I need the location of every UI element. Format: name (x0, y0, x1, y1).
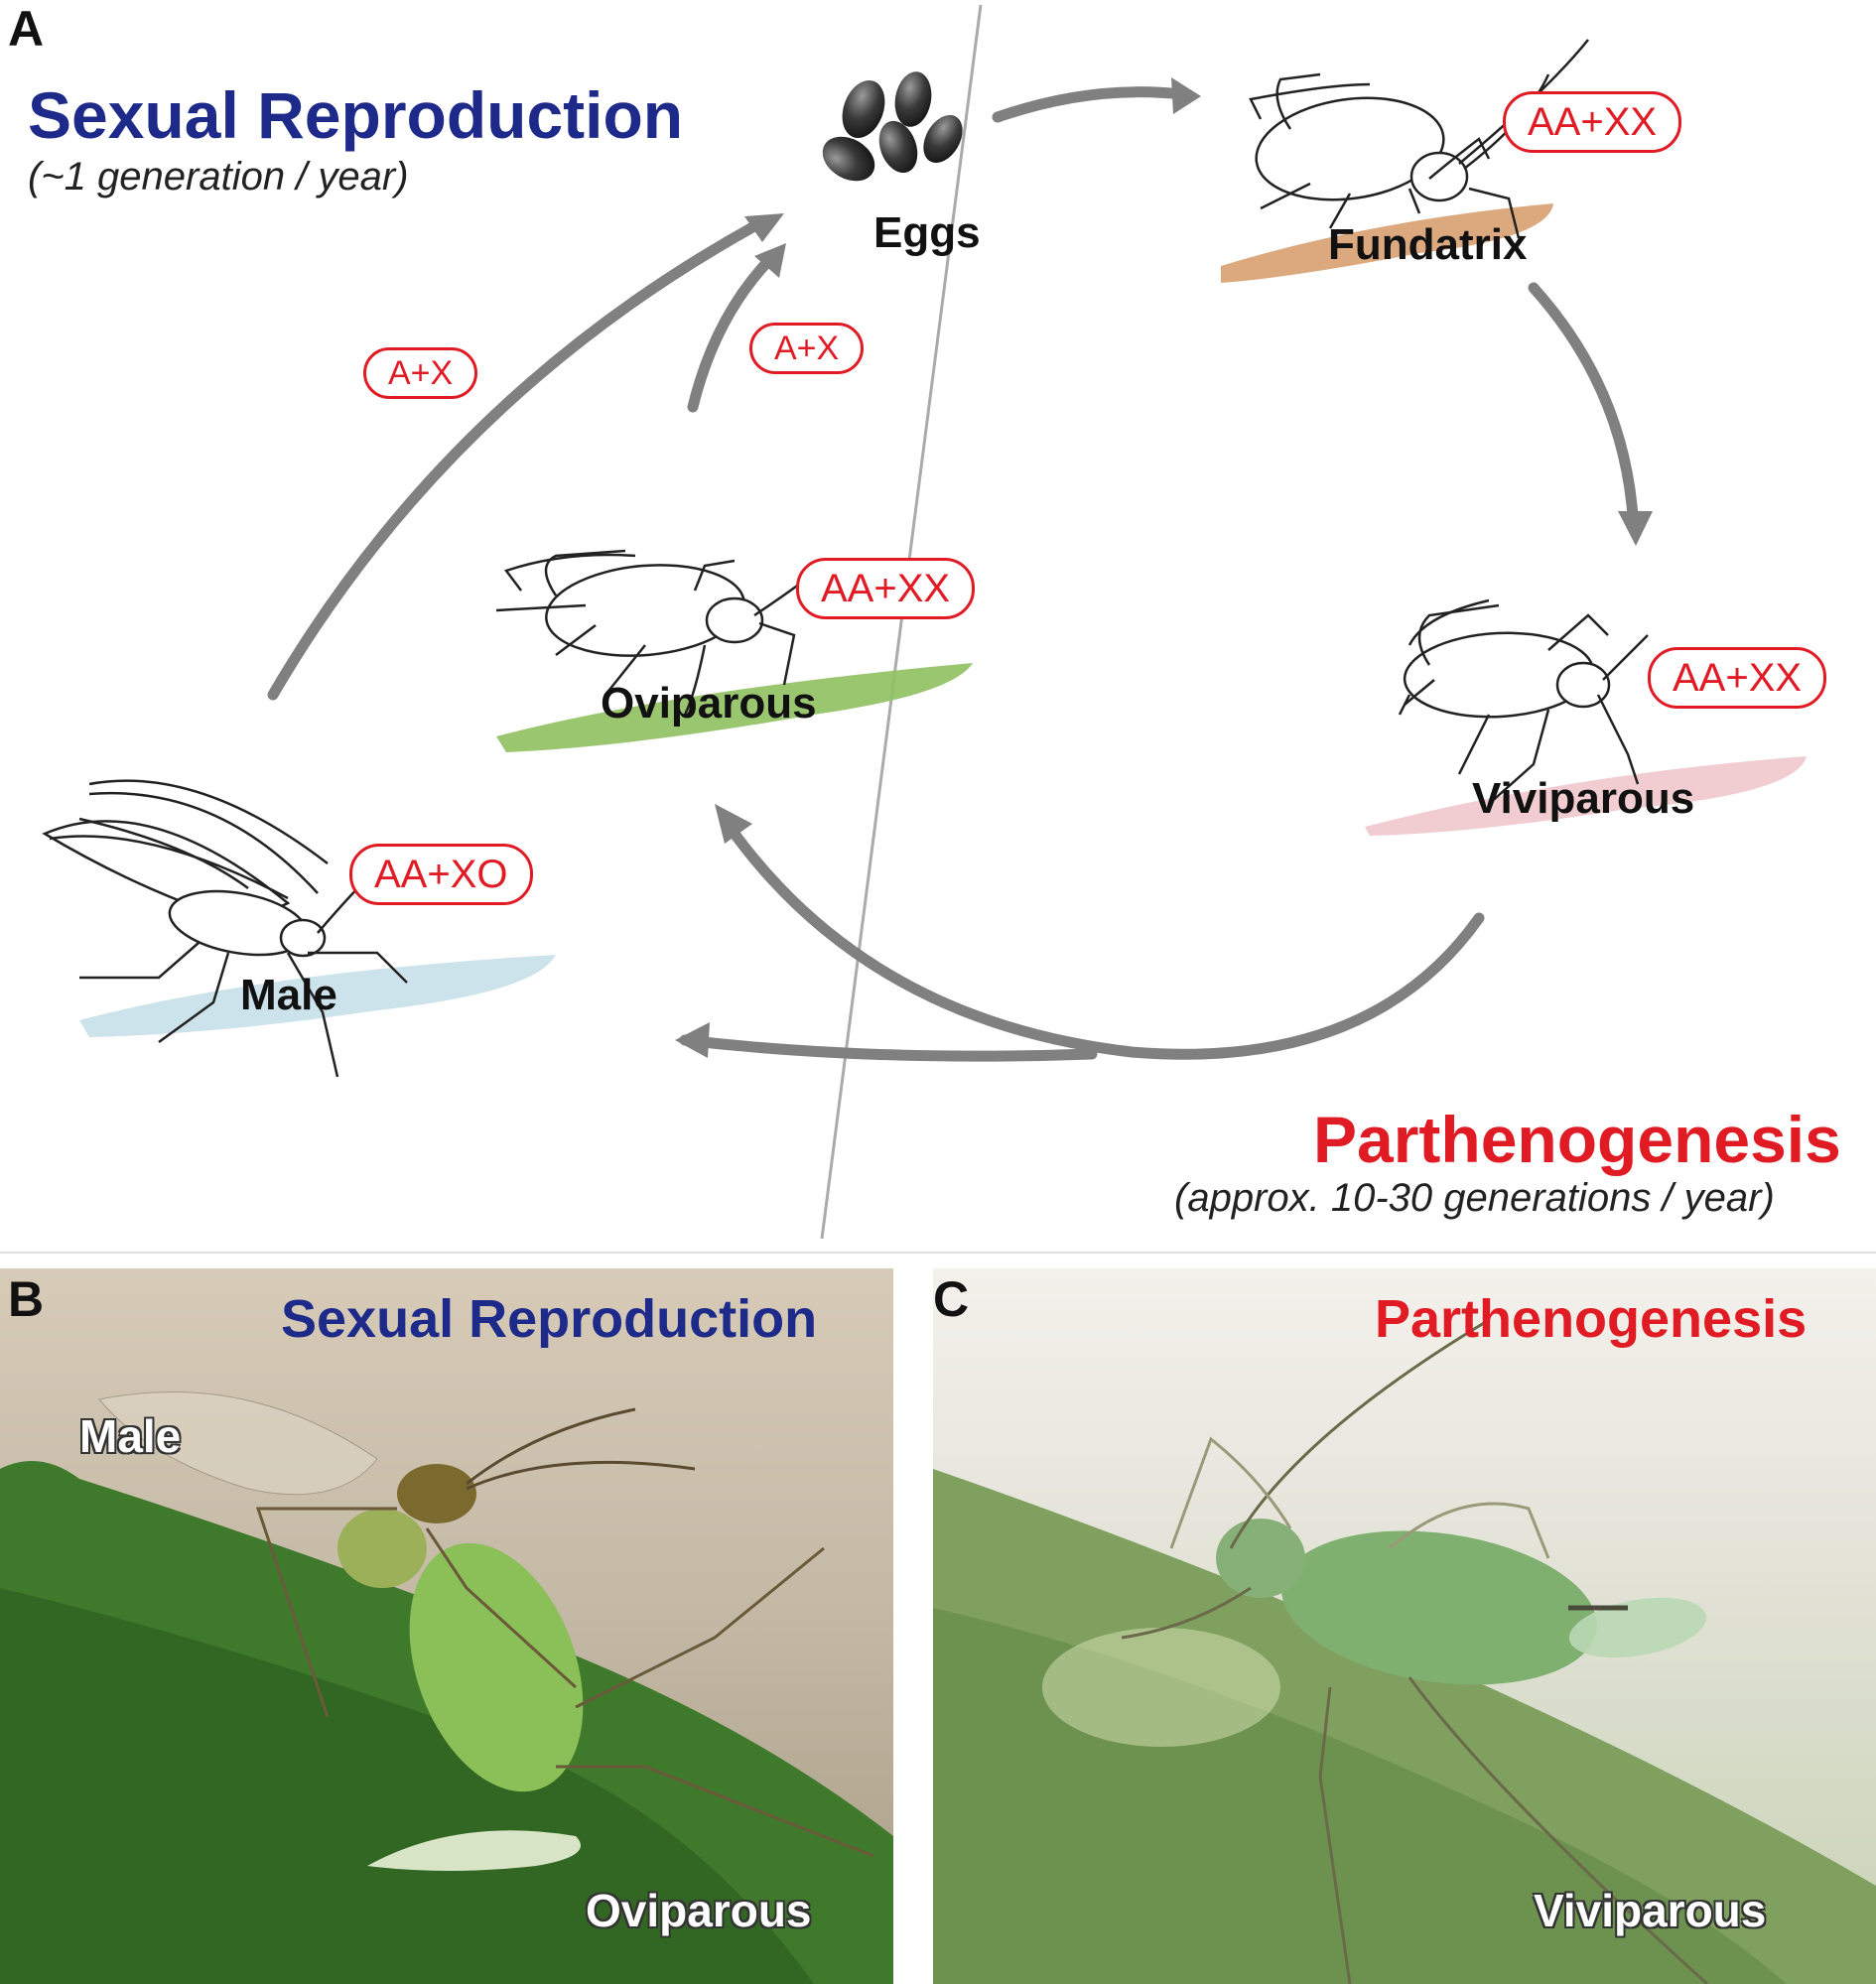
eggs-label: Eggs (873, 208, 981, 257)
oviparous-aphid-icon (495, 549, 805, 716)
parthenogenesis-subtitle: (approx. 10-30 generations / year) (1174, 1176, 1775, 1220)
panel-b-photo (0, 1268, 893, 1984)
oviparous-gamete-badge: A+X (749, 323, 865, 374)
arrowhead-eggs-male (744, 213, 784, 242)
viviparous-aphid-icon (1398, 598, 1649, 805)
viviparous-to-oviparous-arrow (729, 828, 1485, 1060)
arrowhead-fundatrix (1171, 77, 1201, 114)
panel-b-oviparous-label: Oviparous (586, 1885, 812, 1936)
panel-c-viviparous-label: Viviparous (1534, 1885, 1767, 1936)
oviparous-karyotype-badge: AA+XX (796, 558, 976, 619)
panel-b-male-label: Male (79, 1410, 182, 1462)
viviparous-to-male-arrow (679, 1034, 1098, 1062)
panel-c-letter: C (933, 1271, 970, 1327)
panel-c-title: Parthenogenesis (1375, 1289, 1808, 1349)
fundatrix-aphid-icon (1249, 39, 1589, 239)
oviparous-to-eggs-arrow (687, 254, 775, 413)
panel-c-photo (933, 1268, 1876, 1984)
fundatrix-leaf (1221, 203, 1553, 283)
eggs-icon (822, 71, 963, 182)
sexual-reproduction-subtitle: (~1 generation / year) (28, 155, 409, 198)
male-gamete-badge: A+X (363, 347, 478, 399)
male-leaf (79, 955, 556, 1037)
panel-b-letter: B (8, 1271, 45, 1327)
fundatrix-label: Fundatrix (1328, 220, 1528, 269)
arrow-heads (675, 77, 1653, 1058)
viviparous-leaf (1365, 756, 1807, 836)
arrowhead-oviparous (715, 804, 752, 844)
male-aphid-icon (42, 779, 408, 1078)
viviparous-karyotype-badge: AA+XX (1648, 647, 1827, 709)
cycle-arrows (267, 86, 1639, 1062)
panel-a-letter: A (8, 1, 45, 57)
oviparous-leaf (496, 663, 973, 752)
sexual-reproduction-title: Sexual Reproduction (28, 78, 684, 152)
arrowhead-eggs-ovi (754, 243, 786, 278)
parthenogenesis-title: Parthenogenesis (1313, 1103, 1841, 1176)
oviparous-label: Oviparous (601, 679, 817, 727)
viviparous-label: Viviparous (1472, 774, 1695, 823)
male-label: Male (240, 971, 337, 1019)
fundatrix-to-viviparous-arrow (1528, 282, 1639, 522)
male-karyotype-badge: AA+XO (349, 844, 533, 905)
panel-b-title: Sexual Reproduction (281, 1289, 818, 1349)
male-to-eggs-arrow (267, 220, 760, 701)
arrowhead-male (675, 1022, 710, 1058)
arrowhead-viviparous (1618, 511, 1653, 546)
fundatrix-karyotype-badge: AA+XX (1503, 91, 1682, 153)
eggs-to-fundatrix-arrow (992, 86, 1187, 123)
sexual-parth-divider (820, 4, 983, 1240)
